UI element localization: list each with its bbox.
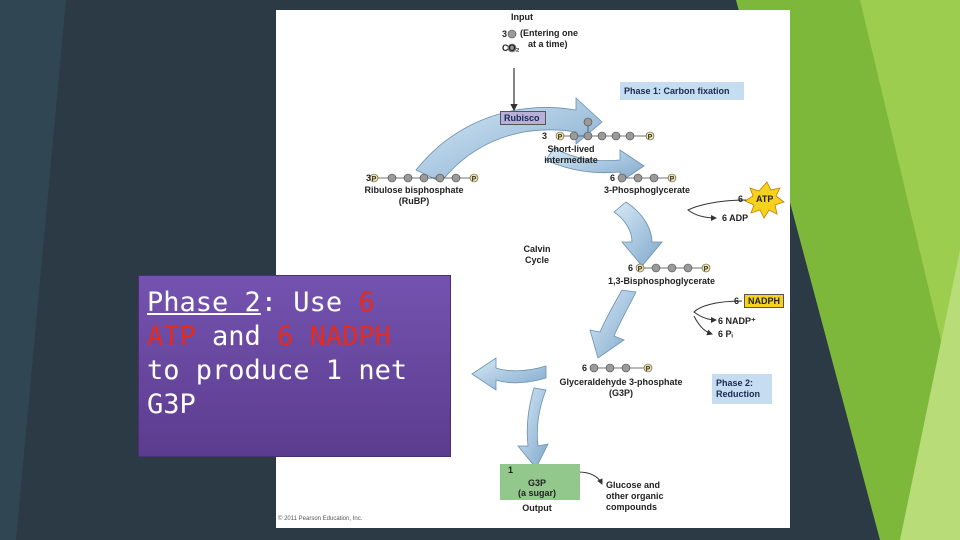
intermediate-molecule bbox=[555, 131, 655, 141]
rubp-count: 3 bbox=[366, 173, 372, 183]
arrow-pi-out bbox=[693, 315, 713, 336]
adp-label: 6 ADP bbox=[722, 213, 749, 223]
phosphate-symbol: P bbox=[372, 176, 377, 183]
callout-nadph: 6 NADPH bbox=[277, 321, 391, 352]
phosphate-symbol: P bbox=[670, 176, 675, 183]
cycle-label-line2: Cycle bbox=[524, 255, 550, 265]
g3p-label-line1: Glyceraldehyde 3-phosphate bbox=[559, 377, 683, 387]
left-dark-shape bbox=[0, 0, 66, 540]
rubisco-label: Rubisco bbox=[500, 111, 546, 125]
phosphate-symbol: P bbox=[646, 366, 651, 373]
cycle-label-line1: Calvin bbox=[523, 244, 551, 254]
arrow-g3p-to-output bbox=[517, 387, 549, 469]
arrow-nadph-to-nadp bbox=[693, 300, 743, 323]
phase2-label-line1: Phase 2: bbox=[716, 378, 754, 388]
phosphate-symbol: P bbox=[704, 266, 709, 273]
pga-count: 6 bbox=[610, 173, 616, 183]
callout-use: : Use bbox=[260, 287, 359, 318]
nadph-count: 6 bbox=[734, 296, 740, 306]
input-count: 3 bbox=[502, 29, 508, 39]
glucose-line2: other organic bbox=[606, 491, 664, 501]
right-pale-green-shape bbox=[900, 250, 960, 540]
arrow-rubp-to-intermediate bbox=[415, 97, 603, 183]
g3p-molecule bbox=[589, 363, 653, 373]
rubp-label-line1: Ribulose bisphosphate bbox=[364, 185, 464, 195]
arrow-output-to-glucose bbox=[577, 471, 603, 485]
right-light-green-shape bbox=[860, 0, 960, 420]
g3p-label-line2: (G3P) bbox=[608, 388, 633, 398]
phosphate-symbol: P bbox=[558, 134, 563, 141]
glucose-line3: compounds bbox=[606, 502, 657, 512]
bpg-label: 1,3-Bisphosphoglycerate bbox=[608, 276, 716, 286]
phosphate-symbol: P bbox=[638, 266, 643, 273]
output-count: 1 bbox=[508, 465, 514, 475]
callout-atp-amount: 6 bbox=[358, 287, 375, 318]
input-title: Input bbox=[511, 12, 533, 22]
phase2-label: Phase 2: Reduction bbox=[712, 374, 772, 404]
atp-burst-icon bbox=[744, 181, 785, 219]
copyright-text: © 2011 Pearson Education, Inc. bbox=[278, 516, 363, 522]
phosphate-symbol: P bbox=[472, 176, 477, 183]
bpg-molecule bbox=[635, 263, 711, 273]
co2-added-carbon bbox=[583, 117, 593, 127]
arrow-bpg-to-g3p bbox=[589, 289, 637, 359]
output-box bbox=[500, 464, 580, 500]
nadp-label: 6 NADP⁺ bbox=[718, 316, 756, 326]
arrow-g3p-to-callout bbox=[471, 357, 547, 391]
arrow-intermediate-to-pga bbox=[545, 147, 645, 183]
pga-label: 3-Phosphoglycerate bbox=[604, 185, 691, 195]
output-line1: G3P bbox=[527, 478, 546, 488]
phase1-label: Phase 1: Carbon fixation bbox=[620, 82, 744, 100]
input-note-line1: (Entering one bbox=[520, 28, 578, 38]
glucose-line1: Glucose and bbox=[606, 480, 661, 490]
intermediate-label-line2: intermediate bbox=[544, 155, 598, 165]
arrow-atp-to-adp bbox=[687, 199, 747, 221]
bpg-count: 6 bbox=[628, 263, 634, 273]
pga-molecule bbox=[617, 173, 677, 183]
intermediate-label-line1: Short-lived bbox=[547, 144, 595, 154]
atp-label: ATP bbox=[756, 194, 774, 204]
output-title: Output bbox=[522, 503, 552, 513]
callout-rest: to produce 1 net G3P bbox=[147, 355, 408, 420]
callout-atp-word: ATP bbox=[147, 321, 196, 352]
rubp-label-line2: (RuBP) bbox=[398, 196, 430, 206]
input-note-line2: at a time) bbox=[528, 39, 568, 49]
input-molecule: CO₂ bbox=[502, 43, 520, 53]
arrow-pga-to-bpg bbox=[613, 201, 663, 267]
rubp-molecule bbox=[369, 173, 479, 183]
callout-and: and bbox=[195, 321, 278, 352]
nadph-label: NADPH bbox=[744, 294, 784, 308]
atp-count: 6 bbox=[738, 194, 744, 204]
phase2-label-line2: Reduction bbox=[716, 389, 760, 399]
pi-label: 6 Pᵢ bbox=[718, 329, 733, 339]
g3p-count: 6 bbox=[582, 363, 588, 373]
intermediate-count: 3 bbox=[542, 131, 548, 141]
output-line2: (a sugar) bbox=[517, 488, 556, 498]
callout-phase: Phase 2 bbox=[147, 287, 261, 318]
phosphate-symbol: P bbox=[648, 134, 653, 141]
diagram-graphics: PPPPPPPPP bbox=[369, 29, 785, 485]
